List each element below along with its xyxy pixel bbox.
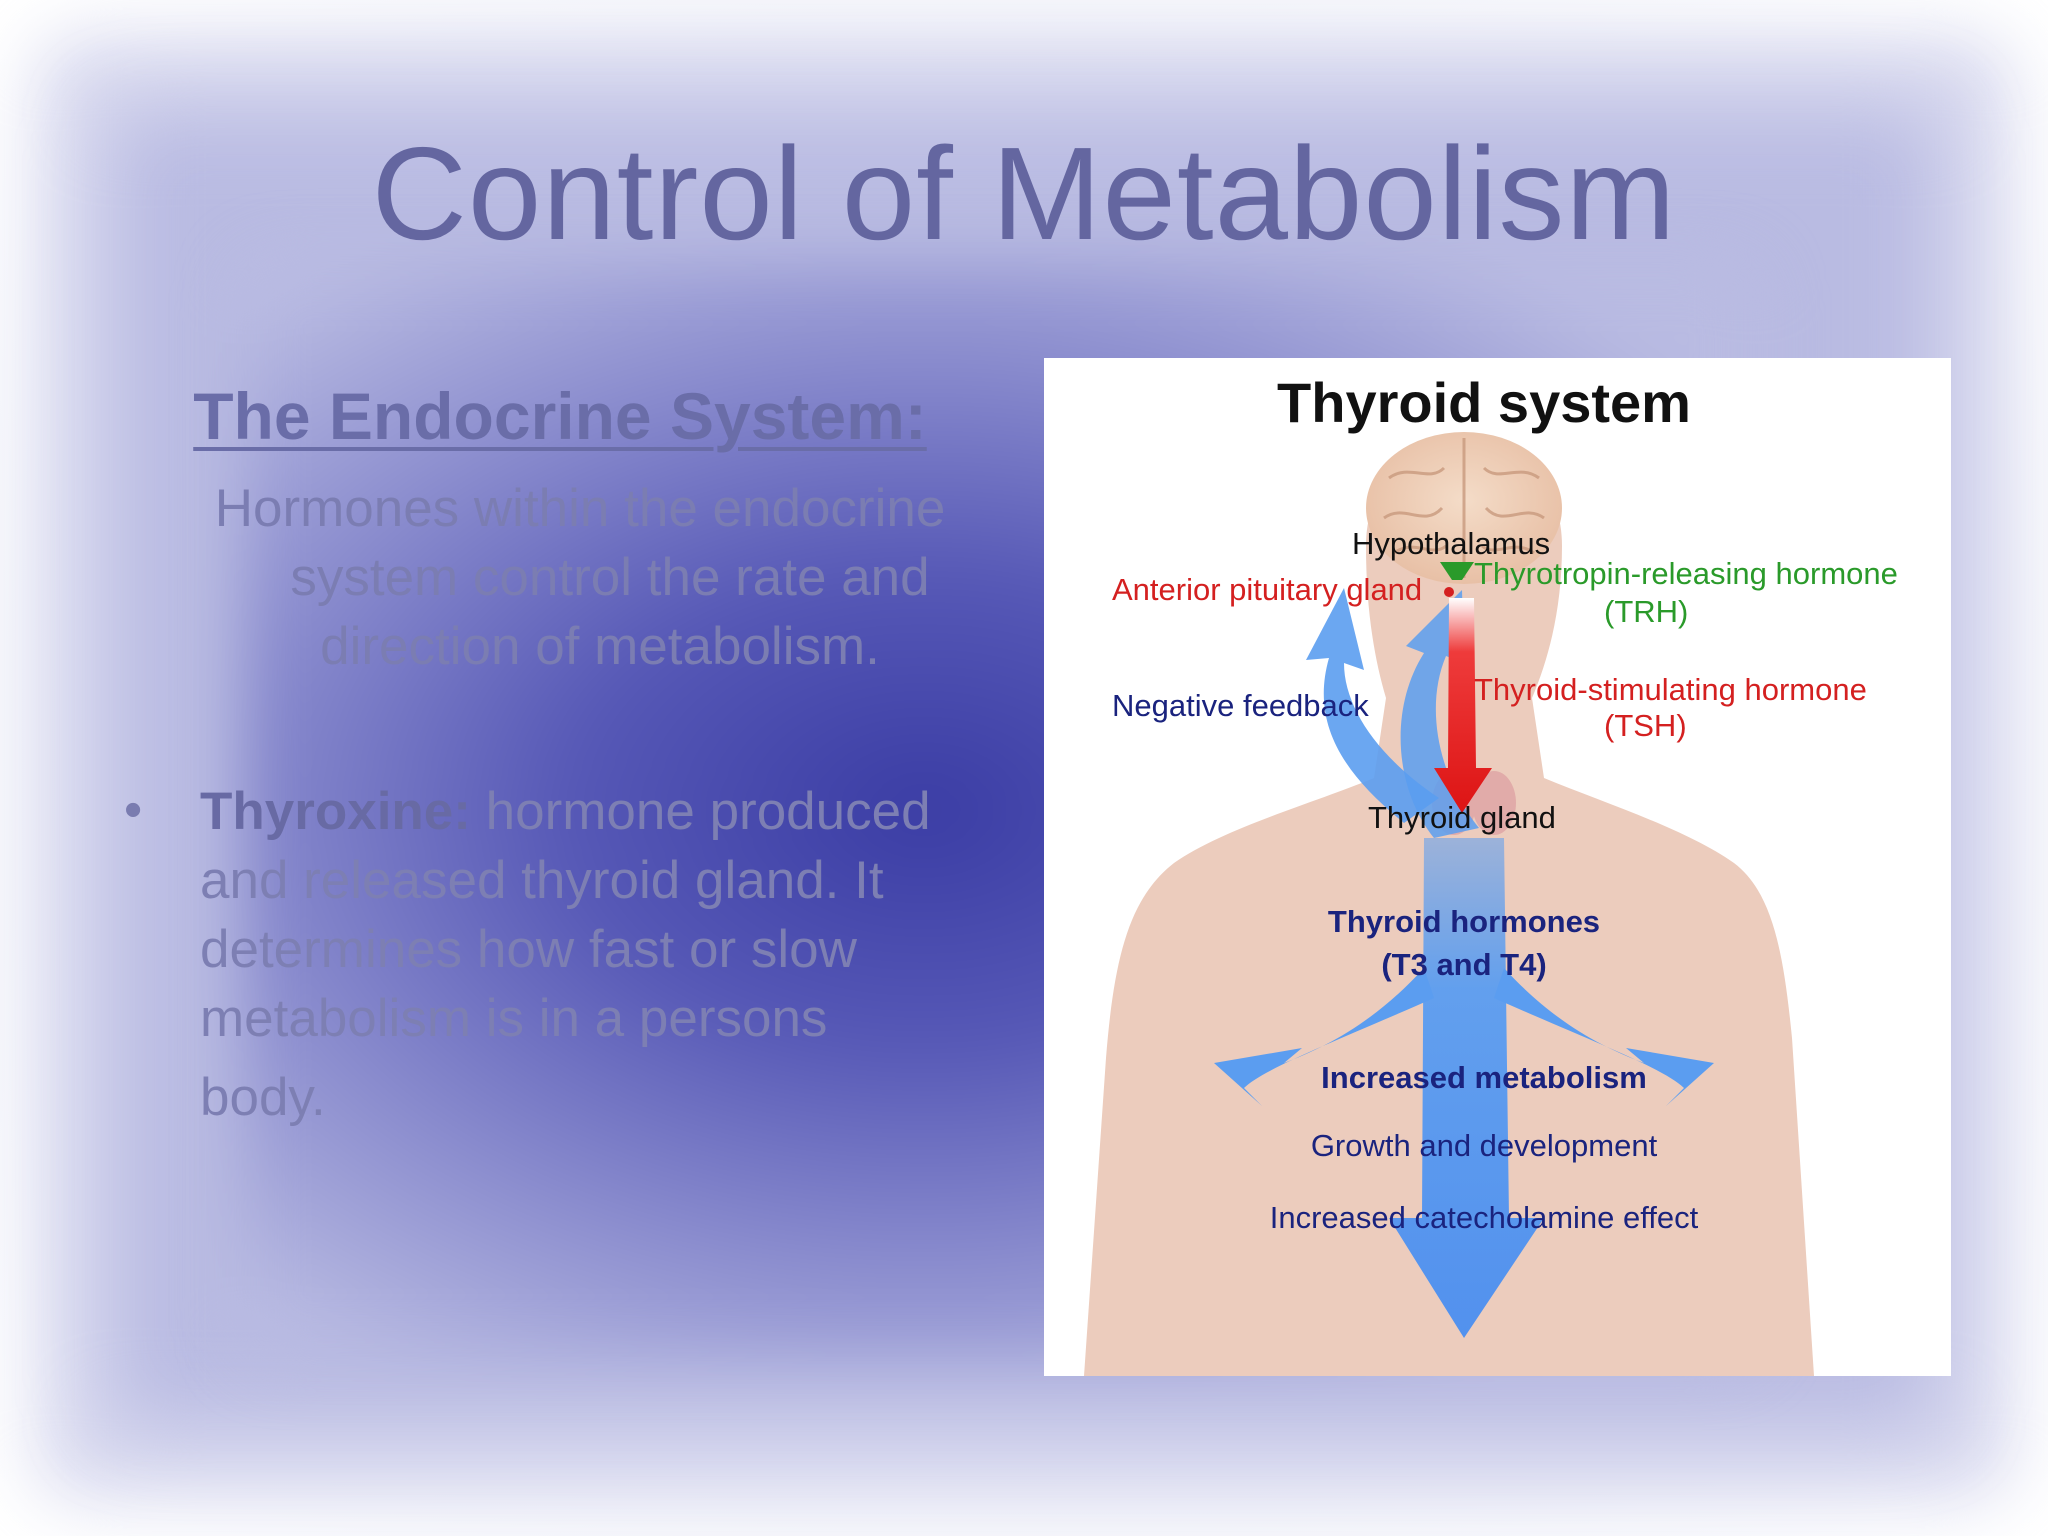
trh-abbr-label: (TRH)	[1604, 594, 1689, 629]
brain-folds-icon	[1383, 438, 1545, 578]
bullet-line: Thyroxine: hormone produced	[200, 777, 1020, 846]
section-heading: The Endocrine System:	[193, 379, 927, 453]
hypothalamus-marker-icon	[1440, 562, 1474, 580]
pituitary-dot-icon	[1444, 587, 1454, 597]
bullet-dot-icon: •	[124, 781, 143, 839]
negative-feedback-arrow	[1306, 588, 1439, 823]
bullet-line: body.	[200, 1068, 326, 1127]
hormone-arrow-center	[1389, 838, 1544, 1338]
thyroid-diagram: Thyroid system Hypothalamus Anterior pit…	[1044, 358, 1951, 1376]
bullet-line: metabolism is in a persons	[200, 989, 828, 1048]
increased-metabolism-label: Increased metabolism	[1321, 1060, 1647, 1095]
intro-paragraph: Hormones within the endocrine system con…	[140, 474, 1020, 681]
bullet-line-rest: hormone produced	[470, 782, 931, 841]
hypothalamus-label: Hypothalamus	[1352, 526, 1551, 561]
negative-feedback-label: Negative feedback	[1112, 688, 1369, 723]
trh-label: Thyrotropin-releasing hormone	[1474, 556, 1898, 591]
diagram-title: Thyroid system	[1277, 371, 1691, 434]
intro-line: direction of metabolism.	[320, 617, 880, 676]
intro-line: Hormones within the endocrine	[214, 479, 946, 538]
slide-title: Control of Metabolism	[371, 120, 1677, 267]
tsh-abbr-label: (TSH)	[1604, 708, 1687, 743]
hormone-arrow-right	[1494, 968, 1714, 1106]
t3-t4-label: (T3 and T4)	[1381, 947, 1547, 982]
growth-label: Growth and development	[1310, 1128, 1658, 1163]
bullet-item: Thyroxine: hormone produced and released…	[200, 777, 1020, 1132]
thyroid-gland-label: Thyroid gland	[1368, 800, 1556, 835]
diagram-artwork	[1084, 432, 1814, 1376]
hormone-arrow-left	[1214, 968, 1434, 1106]
thyroid-hormones-label: Thyroid hormones	[1327, 904, 1601, 939]
tsh-arrow	[1434, 598, 1492, 813]
bullet-line: and released thyroid gland. It	[200, 851, 884, 910]
intro-line: system control the rate and	[290, 548, 930, 607]
bullet-term: Thyroxine:	[200, 782, 471, 841]
bullet-line: determines how fast or slow	[200, 920, 857, 979]
tsh-label: Thyroid-stimulating hormone	[1474, 672, 1867, 707]
catecholamine-label: Increased catecholamine effect	[1269, 1200, 1699, 1235]
anterior-pituitary-label: Anterior pituitary gland	[1112, 572, 1423, 607]
